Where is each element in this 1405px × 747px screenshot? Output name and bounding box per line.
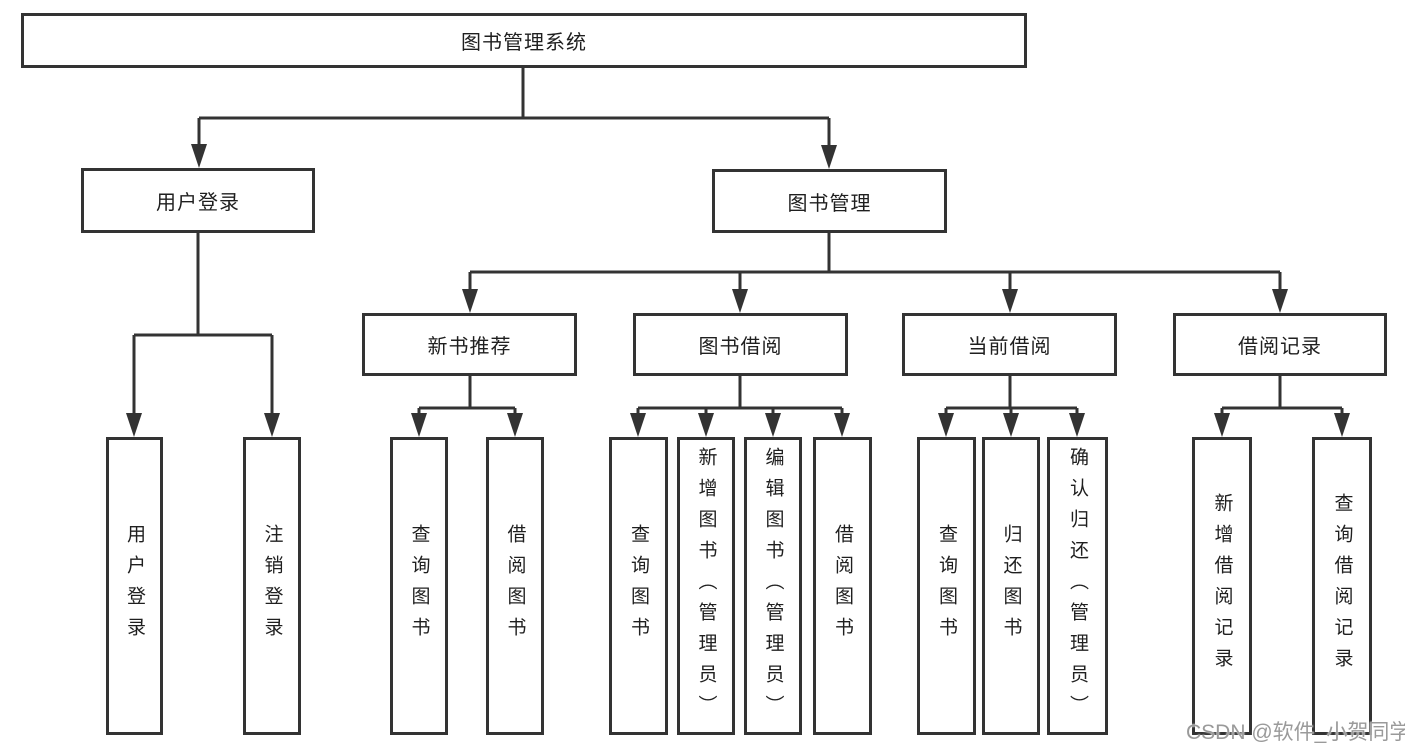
- leaf-user-login: 用户登录: [106, 437, 163, 735]
- node-label: 图书管理系统: [461, 32, 587, 54]
- node-book-management: 图书管理: [712, 169, 947, 233]
- leaf-add-books-admin: 新增图书（管理员）: [677, 437, 735, 735]
- node-label: 新增图书（管理员）: [695, 446, 717, 726]
- leaf-borrow-books: 借阅图书: [813, 437, 872, 735]
- node-current-borrow: 当前借阅: [902, 313, 1117, 376]
- node-label: 查询借阅记录: [1331, 493, 1353, 679]
- node-user-login: 用户登录: [81, 168, 315, 233]
- leaf-edit-books-admin: 编辑图书（管理员）: [744, 437, 802, 735]
- leaf-query-books-recommend: 查询图书: [390, 437, 448, 735]
- node-label: 查询图书: [628, 524, 649, 648]
- node-label: 图书借阅: [698, 336, 783, 358]
- node-label: 借阅图书: [832, 524, 853, 648]
- leaf-logout: 注销登录: [243, 437, 301, 735]
- node-new-book-recommend: 新书推荐: [362, 313, 577, 376]
- node-label: 图书管理: [787, 192, 872, 215]
- leaf-query-books-current: 查询图书: [917, 437, 976, 735]
- node-label: 查询图书: [408, 524, 430, 648]
- node-book-borrow: 图书借阅: [633, 313, 848, 376]
- node-label: 当前借阅: [967, 336, 1052, 358]
- node-label: 归还图书: [1000, 524, 1022, 648]
- node-label: 用户登录: [124, 524, 145, 648]
- leaf-return-books: 归还图书: [982, 437, 1040, 735]
- node-library-system: 图书管理系统: [21, 13, 1027, 68]
- leaf-query-borrow-record: 查询借阅记录: [1312, 437, 1372, 735]
- leaf-confirm-return-admin: 确认归还（管理员）: [1047, 437, 1108, 735]
- node-borrow-records: 借阅记录: [1173, 313, 1387, 376]
- node-label: 借阅图书: [504, 524, 526, 648]
- node-label: 用户登录: [156, 192, 240, 214]
- node-label: 查询图书: [936, 524, 957, 648]
- node-label: 编辑图书（管理员）: [762, 446, 784, 726]
- node-label: 借阅记录: [1238, 336, 1322, 358]
- node-label: 确认归还（管理员）: [1067, 446, 1088, 726]
- node-label: 新书推荐: [427, 336, 512, 358]
- leaf-borrow-books-recommend: 借阅图书: [486, 437, 544, 735]
- leaf-add-borrow-record: 新增借阅记录: [1192, 437, 1252, 735]
- leaf-query-books-borrow: 查询图书: [609, 437, 668, 735]
- node-label: 注销登录: [261, 524, 283, 648]
- csdn-watermark: CSDN @软件_小贺同学: [1186, 721, 1405, 744]
- node-label: 新增借阅记录: [1211, 493, 1233, 679]
